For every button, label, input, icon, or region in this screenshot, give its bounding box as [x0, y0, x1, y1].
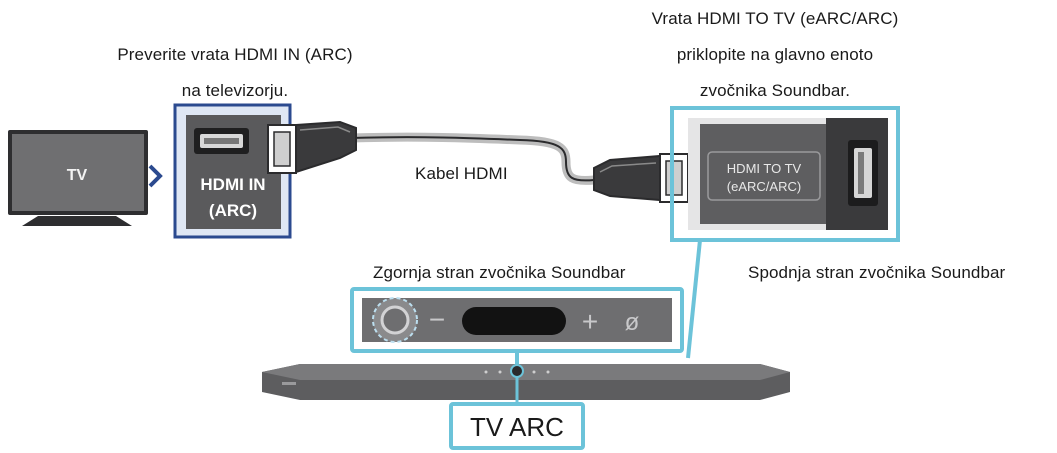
soundbar-hdmi-port-label-2: (eARC/ARC)	[727, 179, 801, 194]
tv-port-instruction-line-2: na televizorju.	[181, 81, 289, 100]
display-window	[462, 307, 566, 335]
soundbar-port-instruction-line-3: zvočnika Soundbar.	[699, 81, 851, 100]
soundbar-illustration	[262, 364, 790, 400]
tv-screen-label: TV	[67, 167, 88, 184]
tv-hdmi-port-label-2: (ARC)	[209, 201, 257, 220]
tv-port-instruction-line-1: Preverite vrata HDMI IN (ARC)	[117, 45, 353, 64]
tv-port-pointer	[148, 164, 163, 188]
soundbar-top-label: Zgornja stran zvočnika Soundbar	[373, 263, 626, 282]
tv-illustration: TV	[8, 130, 148, 226]
cable-label: Kabel HDMI	[415, 164, 508, 183]
tv-arc-callout-label: TV ARC	[470, 412, 564, 442]
hdmi-plug-tv-side	[267, 120, 357, 174]
tv-hdmi-port-label-1: HDMI IN	[200, 175, 265, 194]
tv-stand	[22, 216, 132, 226]
soundbar-port-instruction-line-1: Vrata HDMI TO TV (eARC/ARC)	[651, 9, 899, 28]
tv-screen	[12, 134, 144, 211]
soundbar-port-instruction-line-2: priklopite na glavno enoto	[676, 45, 874, 64]
soundbar-hdmi-port-label-1: HDMI TO TV	[727, 161, 802, 176]
soundbar-bottom-label: Spodnja stran zvočnika Soundbar	[748, 263, 1006, 282]
hdmi-cable	[267, 120, 689, 203]
soundbar-port-instruction: Vrata HDMI TO TV (eARC/ARC) priklopite n…	[625, 8, 925, 102]
mic-off-button: ø	[625, 309, 640, 336]
tv-port-instruction: Preverite vrata HDMI IN (ARC) na televiz…	[70, 44, 400, 102]
soundbar-top-control-panel: − + ø	[350, 287, 684, 368]
tv-arc-callout: TV ARC	[449, 377, 585, 450]
volume-up-button: +	[582, 306, 598, 337]
soundbar-hdmi-port-panel: HDMI TO TV (eARC/ARC)	[670, 106, 900, 242]
volume-down-button: −	[429, 304, 445, 335]
bottom-panel-leader	[686, 239, 702, 359]
